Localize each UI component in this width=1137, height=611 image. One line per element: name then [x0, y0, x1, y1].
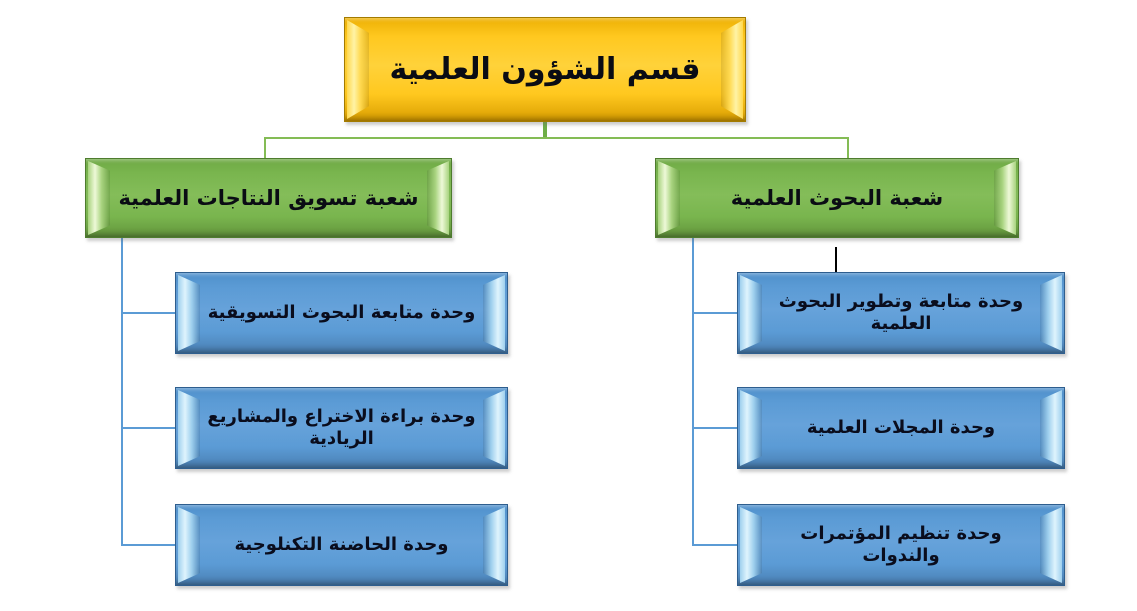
node-unit-label: وحدة براءة الاختراع والمشاريع الريادية	[207, 405, 476, 450]
node-branch-marketing-label: شعبة تسويق النتاجات العلمية	[118, 185, 419, 210]
node-unit-label: وحدة تنظيم المؤتمرات والندوات	[800, 522, 1002, 567]
connector-root-horizontal	[264, 137, 849, 139]
connector-drop-left-branch	[264, 137, 266, 159]
connector-left-unit1-stub	[121, 312, 175, 314]
node-unit-scientific-journals: وحدة المجلات العلمية	[737, 387, 1065, 469]
node-unit-technology-incubator: وحدة الحاضنة التكنلوجية	[175, 504, 508, 586]
node-unit-marketing-research-followup: وحدة متابعة البحوث التسويقية	[175, 272, 508, 354]
connector-right-unit1-stub	[692, 312, 737, 314]
connector-right-unit3-stub	[692, 544, 737, 546]
connector-left-unit2-stub	[121, 427, 175, 429]
connector-left-unit3-stub	[121, 544, 175, 546]
node-unit-label: وحدة المجلات العلمية	[806, 416, 996, 438]
node-department-root-label: قسم الشؤون العلمية	[389, 51, 701, 87]
node-unit-label: وحدة الحاضنة التكنلوجية	[234, 533, 449, 555]
connector-artifact-black-line	[835, 247, 837, 272]
node-branch-research: شعبة البحوث العلمية	[655, 158, 1019, 238]
node-unit-conferences-seminars: وحدة تنظيم المؤتمرات والندوات	[737, 504, 1065, 586]
connector-right-unit2-stub	[692, 427, 737, 429]
node-unit-label: وحدة متابعة البحوث التسويقية	[207, 301, 476, 323]
connector-right-branch-vertical	[692, 238, 694, 546]
node-branch-marketing: شعبة تسويق النتاجات العلمية	[85, 158, 452, 238]
connector-left-branch-vertical	[121, 238, 123, 546]
node-unit-patents-pioneering-projects: وحدة براءة الاختراع والمشاريع الريادية	[175, 387, 508, 469]
node-unit-research-followup-development: وحدة متابعة وتطوير البحوث العلمية	[737, 272, 1065, 354]
node-unit-label: وحدة متابعة وتطوير البحوث العلمية	[778, 290, 1024, 335]
connector-root-stem	[543, 122, 547, 138]
node-department-root: قسم الشؤون العلمية	[344, 17, 746, 122]
node-branch-research-label: شعبة البحوث العلمية	[730, 185, 944, 210]
connector-drop-right-branch	[847, 137, 849, 159]
